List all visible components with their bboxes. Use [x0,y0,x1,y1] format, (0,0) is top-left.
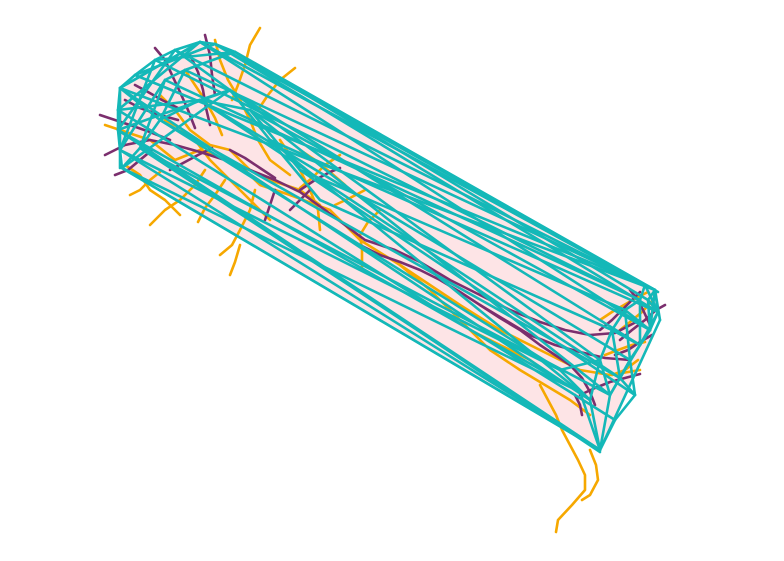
hull-edge [623,308,632,362]
hull-edge [598,358,612,397]
hull-edge [173,48,657,292]
hull-edge [118,78,167,152]
purple-trace [168,146,214,172]
orange-trace [228,243,242,277]
hull-edge [120,166,582,394]
hull-edge-group [116,40,662,454]
hull-edge [610,328,642,347]
hull-edge [158,118,622,380]
purple-trace [613,333,654,357]
purple-trace [228,148,277,180]
hull-edge [298,168,637,397]
hull-edge [613,393,637,422]
hull-edge [213,42,660,314]
hull-edge [558,368,592,402]
orange-trace [230,26,262,102]
hull-edge [623,308,652,332]
hull-edge [618,376,637,397]
hull-edge [173,48,602,362]
purple-trace [113,148,154,177]
purple-trace [578,372,642,397]
hull-edge [116,128,602,454]
hull-edge [248,108,302,172]
hull-edge [183,50,237,72]
hull-edge [116,88,232,132]
hull-edge [638,283,647,302]
hull-edge [153,58,642,302]
orange-trace [256,66,297,112]
hull-edge [610,308,627,332]
hull-edge [648,288,657,332]
hull-edge [138,118,162,150]
orange-trace [538,383,587,534]
hull-edge [153,48,177,62]
hull-edge [118,86,592,402]
hull-edge [228,88,642,347]
hull-edge [118,148,562,372]
hull-edge [598,328,614,362]
hull-edge [133,42,217,77]
hull-edge [588,358,602,402]
hull-edge [183,68,647,287]
hull-edge [138,78,167,150]
hull-edge [268,138,660,314]
hull-edge [598,393,612,452]
hull-edge [623,298,642,312]
hull-edge [198,98,622,380]
hull-edge [233,50,660,294]
orange-trace [123,163,182,217]
hull-edge [268,138,322,202]
hull-edge [116,98,202,112]
hull-edge [610,328,622,380]
hull-edge [558,358,602,372]
hull-edge [133,73,647,287]
hull-edge [163,68,187,82]
hull-edge [598,318,662,452]
hull-edge [228,88,272,142]
hull-edge [233,50,650,302]
purple-trace [573,393,584,417]
orange-trace [128,170,162,197]
hull-edge [118,40,202,90]
hull-edge [198,98,252,112]
hull-edge [158,68,187,122]
hull-edge [163,78,642,302]
hull-edge [116,128,582,394]
hull-edge [213,42,237,54]
hull-edge [653,288,662,322]
hull-edge [198,40,652,332]
hull-edge [158,118,562,372]
hull-edge [120,166,602,452]
purple-trace [478,303,632,362]
hull-edge [643,283,660,314]
hull-edge [578,390,602,452]
orange-trace [580,448,600,502]
hull-edge [248,108,612,397]
